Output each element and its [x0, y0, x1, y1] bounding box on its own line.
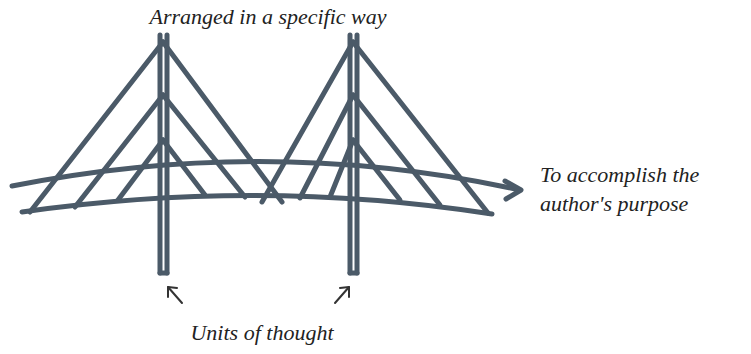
- bridge-deck: [22, 195, 492, 214]
- bridge-tower: [160, 35, 167, 273]
- pointer-arrow: [335, 287, 349, 303]
- pointer-arrow: [168, 287, 182, 303]
- direction-arrow: [12, 161, 520, 190]
- arrangement-label: Arranged in a specific way: [149, 2, 386, 31]
- stay-cables: [30, 42, 488, 213]
- arrow-head: [505, 181, 521, 199]
- purpose-label: To accomplish the author's purpose: [540, 160, 725, 218]
- units-label: Units of thought: [190, 318, 333, 347]
- bridge-tower: [350, 35, 357, 273]
